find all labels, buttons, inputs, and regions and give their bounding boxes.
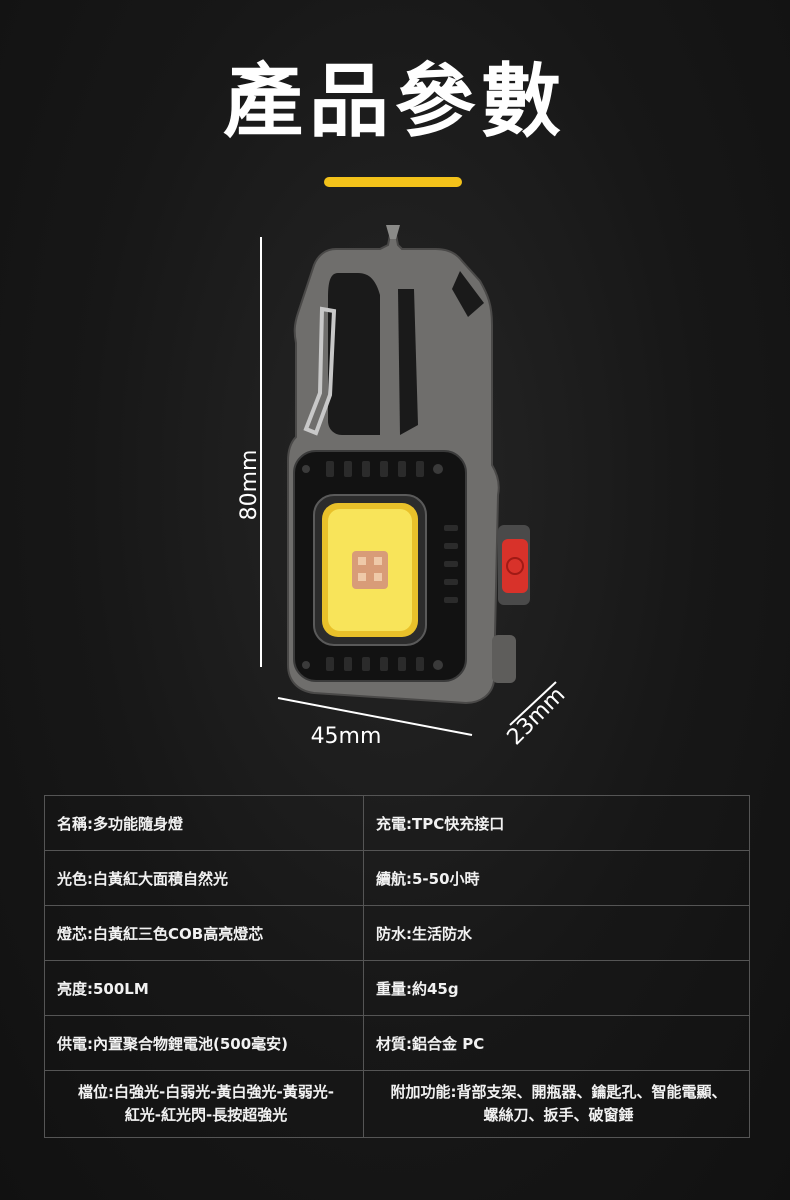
width-dimension-line xyxy=(277,697,473,736)
spec-charging: 充電:TPC快充接口 xyxy=(363,795,750,851)
table-row: 亮度:500LM 重量:約45g xyxy=(44,960,750,1016)
title-underline xyxy=(324,177,462,187)
light-body xyxy=(293,450,467,682)
table-row: 名稱:多功能隨身燈 充電:TPC快充接口 xyxy=(44,795,750,851)
glass-breaker-icon xyxy=(386,225,400,239)
spec-power-supply: 供電:內置聚合物鋰電池(500毫安) xyxy=(44,1015,364,1071)
spec-modes: 檔位:白強光-白弱光-黃白強光-黃弱光- 紅光-紅光閃-長按超強光 xyxy=(44,1070,364,1138)
table-row: 檔位:白強光-白弱光-黃白強光-黃弱光- 紅光-紅光閃-長按超強光 附加功能:背… xyxy=(44,1070,750,1138)
width-dimension-label: 45mm xyxy=(311,724,382,749)
page-title: 產品參數 xyxy=(223,55,567,148)
spec-material: 材質:鋁合金 PC xyxy=(363,1015,750,1071)
spec-extra-functions: 附加功能:背部支架、開瓶器、鑰匙孔、智能電顯、 螺絲刀、扳手、破窗錘 xyxy=(363,1070,750,1138)
spec-modes-line2: 紅光-紅光閃-長按超強光 xyxy=(124,1106,288,1124)
depth-dimension-line xyxy=(509,681,557,726)
power-button-icon xyxy=(498,525,530,605)
spec-waterproof: 防水:生活防水 xyxy=(363,905,750,961)
depth-dimension-label: 23mm xyxy=(503,683,571,751)
spec-brightness: 亮度:500LM xyxy=(44,960,364,1016)
bottle-opener-icon xyxy=(452,271,484,317)
product-image: 80mm 45mm 23mm xyxy=(237,225,571,751)
spec-light-color: 光色:白黃紅大面積自然光 xyxy=(44,850,364,906)
spec-weight: 重量:約45g xyxy=(363,960,750,1016)
spec-extra-line2: 螺絲刀、扳手、破窗錘 xyxy=(483,1106,634,1124)
spec-extra-line1: 附加功能:背部支架、開瓶器、鑰匙孔、智能電顯、 xyxy=(390,1083,727,1101)
spec-modes-line1: 檔位:白強光-白弱光-黃白強光-黃弱光- xyxy=(78,1083,334,1101)
table-row: 供電:內置聚合物鋰電池(500毫安) 材質:鋁合金 PC xyxy=(44,1015,750,1071)
spec-runtime: 續航:5-50小時 xyxy=(363,850,750,906)
table-row: 燈芯:白黃紅三色COB高亮燈芯 防水:生活防水 xyxy=(44,905,750,961)
spec-name: 名稱:多功能隨身燈 xyxy=(44,795,364,851)
cob-light-icon xyxy=(313,494,427,646)
spec-led-core: 燈芯:白黃紅三色COB高亮燈芯 xyxy=(44,905,364,961)
wire-gate-icon xyxy=(303,306,337,436)
spec-table: 名稱:多功能隨身燈 充電:TPC快充接口 光色:白黃紅大面積自然光 續航:5-5… xyxy=(44,795,750,1138)
height-dimension-label: 80mm xyxy=(237,450,262,521)
table-row: 光色:白黃紅大面積自然光 續航:5-50小時 xyxy=(44,850,750,906)
